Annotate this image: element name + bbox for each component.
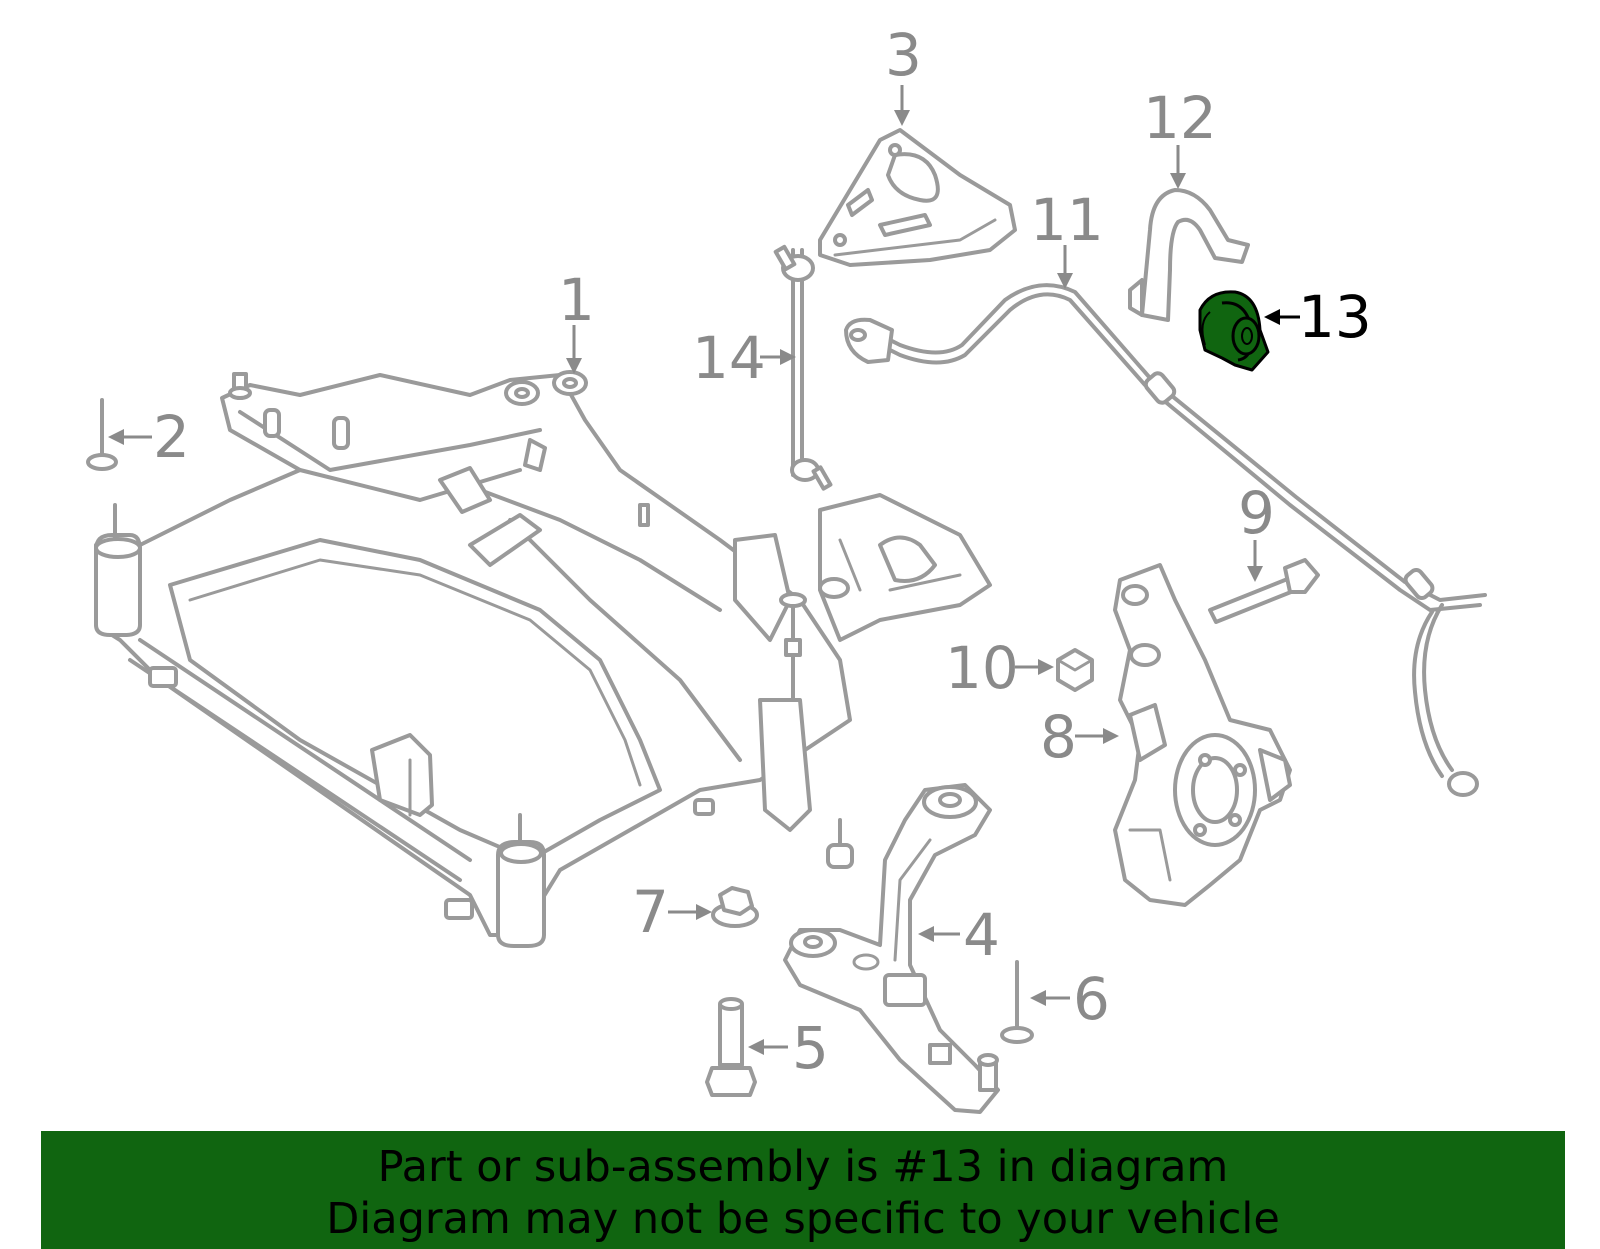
callout-3: 3 [885, 21, 922, 89]
info-banner: Part or sub-assembly is #13 in diagram D… [41, 1131, 1565, 1249]
callout-1: 1 [558, 266, 595, 334]
part-11-stabilizer-bar[interactable] [844, 283, 1487, 797]
part-8-knuckle[interactable] [1113, 563, 1292, 907]
part-5-bolt[interactable] [705, 997, 757, 1097]
part-10-nut[interactable] [1056, 648, 1094, 692]
banner-line-1: Part or sub-assembly is #13 in diagram [377, 1142, 1229, 1192]
callout-9: 9 [1238, 479, 1275, 547]
callout-2: 2 [153, 403, 190, 471]
callout-14: 14 [692, 324, 766, 392]
part-14-stabilizer-link[interactable] [773, 244, 833, 491]
callout-arrows [108, 85, 1300, 1055]
callout-7: 7 [632, 878, 669, 946]
part-1-subframe[interactable] [94, 370, 992, 948]
callout-13: 13 [1298, 283, 1372, 351]
callout-6: 6 [1073, 965, 1110, 1033]
part-7-nut[interactable] [711, 886, 759, 928]
callout-12: 12 [1143, 84, 1217, 152]
callout-5: 5 [792, 1014, 829, 1082]
banner-line-2: Diagram may not be specific to your vehi… [326, 1194, 1280, 1244]
callout-labels: 1 2 3 4 5 6 7 8 9 10 11 12 13 14 [153, 21, 1372, 1082]
part-2-bolt[interactable] [86, 398, 118, 471]
part-13-bushing-highlight[interactable] [1198, 290, 1270, 372]
callout-11: 11 [1030, 186, 1104, 254]
part-12-bracket[interactable] [1128, 188, 1250, 322]
part-6-bolt[interactable] [1000, 960, 1034, 1044]
part-9-bolt[interactable] [1208, 558, 1320, 624]
part-4-control-arm[interactable] [783, 783, 1000, 1114]
callout-8: 8 [1040, 703, 1077, 771]
callout-10: 10 [945, 634, 1019, 702]
part-3-plate[interactable] [818, 128, 1017, 267]
callout-4: 4 [963, 901, 1000, 969]
